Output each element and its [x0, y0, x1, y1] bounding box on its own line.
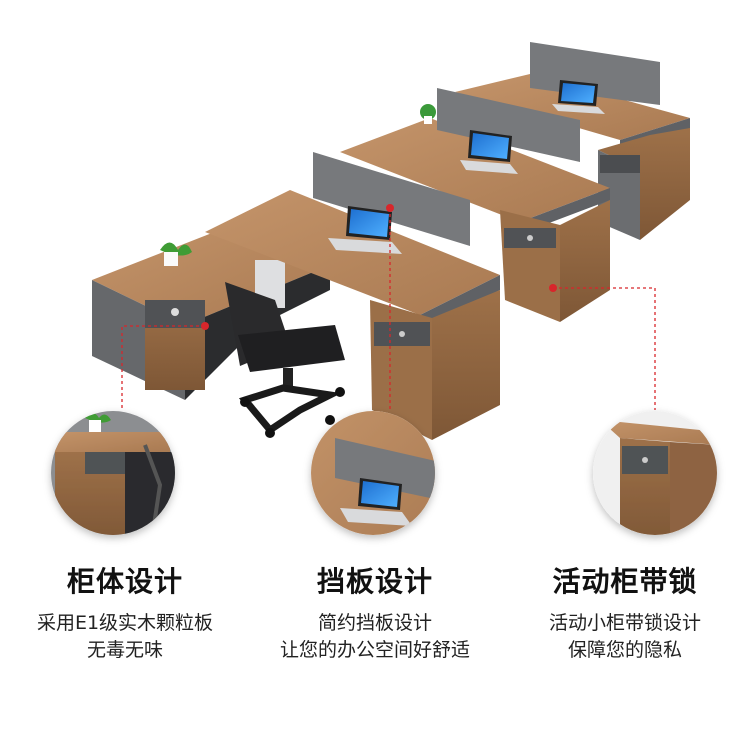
feature-title: 活动柜带锁: [552, 565, 698, 598]
detail-circle-lock-cabinet: [593, 411, 717, 535]
feature-lock-cabinet: 活动柜带锁 活动小柜带锁设计 保障您的隐私: [500, 560, 750, 664]
feature-desc-line1: 简约挡板设计: [317, 612, 432, 634]
detail-circle-cabinet: [51, 411, 175, 535]
office-desk-photo: [51, 42, 717, 535]
feature-desc-line1: 采用E1级实木颗粒板: [36, 612, 214, 634]
feature-partition: 挡板设计 简约挡板设计 让您的办公空间好舒适: [250, 560, 500, 664]
feature-desc-line1: 活动小柜带锁设计: [548, 612, 701, 634]
office-chair: [225, 282, 345, 438]
desk-front: [205, 152, 500, 440]
detail-circle-partition: [311, 411, 435, 535]
feature-title: 柜体设计: [66, 565, 183, 598]
callout-lines: [121, 208, 656, 410]
feature-desc-line2: 无毒无味: [86, 639, 163, 661]
feature-cabinet: 柜体设计 采用E1级实木颗粒板 无毒无味: [0, 560, 250, 664]
feature-title: 挡板设计: [316, 565, 433, 598]
feature-desc-line2: 让您的办公空间好舒适: [279, 639, 470, 661]
feature-desc-line2: 保障您的隐私: [567, 639, 682, 661]
desk-middle: [340, 88, 610, 322]
